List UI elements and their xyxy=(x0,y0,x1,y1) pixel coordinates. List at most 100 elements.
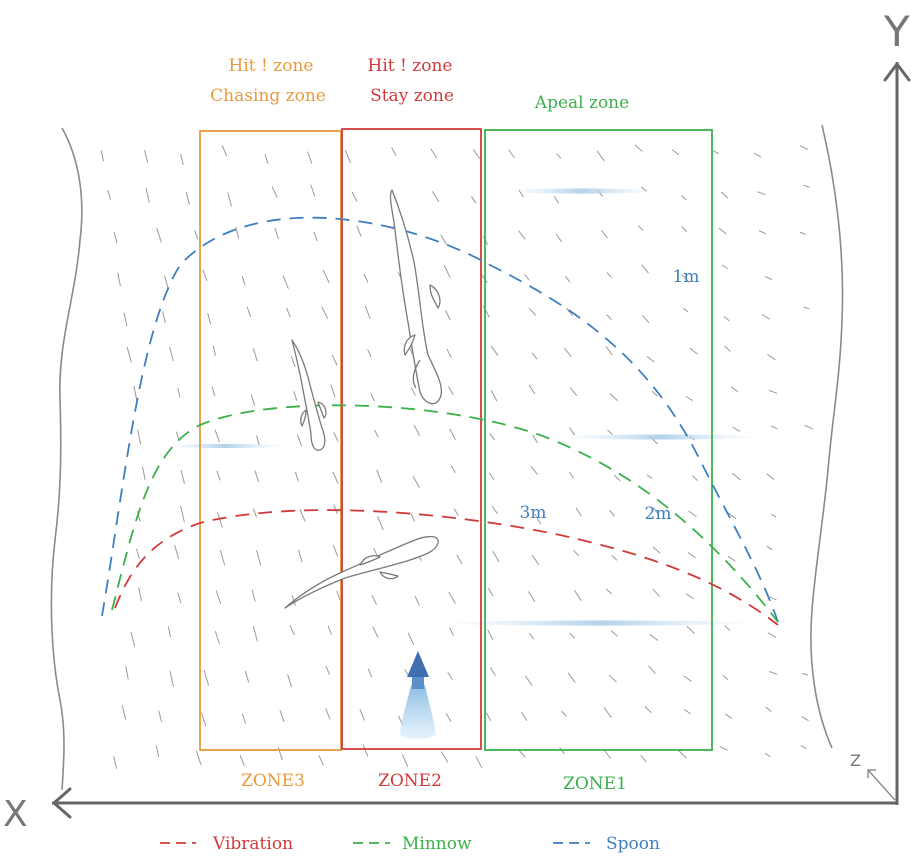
current-mark xyxy=(508,149,515,159)
current-mark xyxy=(528,384,536,395)
current-mark xyxy=(274,227,279,240)
current-mark xyxy=(356,225,362,237)
current-mark xyxy=(471,196,477,204)
current-mark xyxy=(487,629,494,640)
current-mark xyxy=(607,429,613,435)
current-mark xyxy=(332,545,339,557)
current-mark xyxy=(614,475,621,482)
zone2-title-line1: Hit ! zone xyxy=(368,56,453,76)
current-mark xyxy=(245,670,250,683)
current-mark xyxy=(298,549,303,563)
current-mark xyxy=(528,633,535,640)
vibration-distance-label: 3m xyxy=(520,503,547,523)
current-mark xyxy=(215,590,222,605)
current-mark xyxy=(758,230,766,234)
current-mark xyxy=(671,149,680,155)
current-mark xyxy=(651,390,658,397)
current-mark xyxy=(374,429,379,438)
zone3-box xyxy=(199,130,342,751)
spoon-distance-label: 1m xyxy=(673,267,700,287)
current-mark xyxy=(241,713,246,724)
current-mark xyxy=(371,594,377,605)
current-mark xyxy=(250,394,256,406)
current-mark xyxy=(681,195,687,201)
current-mark xyxy=(456,554,463,564)
current-mark xyxy=(652,507,659,514)
current-mark xyxy=(803,184,810,188)
current-mark xyxy=(652,588,660,597)
zone1-title-line1: Apeal zone xyxy=(534,93,629,113)
current-mark xyxy=(610,630,618,637)
current-mark xyxy=(525,675,533,686)
current-mark xyxy=(567,672,576,683)
current-mark xyxy=(291,356,296,368)
current-mark xyxy=(766,473,775,480)
current-mark xyxy=(212,345,216,356)
current-mark xyxy=(174,544,179,559)
current-mark xyxy=(473,149,481,159)
current-mark xyxy=(722,675,729,680)
current-mark xyxy=(761,314,770,320)
current-mark xyxy=(686,626,695,634)
current-mark xyxy=(652,546,661,554)
current-mark xyxy=(528,591,536,602)
current-mark xyxy=(647,474,653,479)
current-mark xyxy=(156,227,162,243)
current-mark xyxy=(410,513,415,522)
current-mark xyxy=(801,716,809,721)
y-axis xyxy=(883,62,911,805)
current-mark xyxy=(107,189,111,200)
vibration-trajectory xyxy=(114,509,779,626)
current-mark xyxy=(575,507,582,517)
current-mark xyxy=(256,550,262,566)
current-mark xyxy=(214,631,220,645)
current-mark xyxy=(217,512,223,528)
current-mark xyxy=(235,226,240,239)
current-mark xyxy=(200,712,207,727)
current-mark xyxy=(162,311,166,324)
current-mark xyxy=(391,147,397,156)
current-mark xyxy=(565,275,571,283)
current-mark xyxy=(724,316,730,322)
zone2-title-line2: Stay zone xyxy=(370,86,454,106)
current-mark xyxy=(449,428,456,440)
current-mark xyxy=(489,433,495,441)
current-mark xyxy=(804,425,814,430)
fish-icon xyxy=(291,339,327,451)
current-mark xyxy=(445,713,452,722)
zone3-label: ZONE3 xyxy=(241,771,305,791)
current-mark xyxy=(685,396,693,401)
current-mark xyxy=(333,432,339,442)
zone2-label: ZONE2 xyxy=(378,771,442,791)
current-mark xyxy=(145,187,150,203)
current-mark xyxy=(634,144,643,152)
current-mark xyxy=(681,274,690,283)
current-mark xyxy=(126,346,132,363)
current-mark xyxy=(336,590,341,600)
current-mark xyxy=(450,465,456,473)
current-mark xyxy=(322,269,330,283)
current-mark xyxy=(295,471,299,482)
current-mark xyxy=(221,145,227,157)
current-mark xyxy=(528,307,536,316)
current-mark xyxy=(531,554,539,565)
zone1-label: ZONE1 xyxy=(563,774,627,794)
current-mark xyxy=(407,632,415,645)
current-mark xyxy=(605,346,613,356)
current-mark xyxy=(377,516,384,530)
current-mark xyxy=(413,424,420,436)
current-mark xyxy=(372,626,379,638)
current-mark xyxy=(569,633,575,639)
current-mark xyxy=(158,710,162,722)
current-mark xyxy=(330,384,336,398)
current-mark xyxy=(142,466,146,480)
current-mark xyxy=(264,154,269,164)
current-mark xyxy=(125,666,129,680)
current-mark xyxy=(770,514,777,518)
legend-minnow-label: Minnow xyxy=(402,834,472,854)
current-mark xyxy=(684,709,691,715)
current-mark xyxy=(440,751,449,763)
current-mark xyxy=(802,673,808,676)
current-mark xyxy=(227,192,232,207)
current-mark xyxy=(239,755,245,766)
